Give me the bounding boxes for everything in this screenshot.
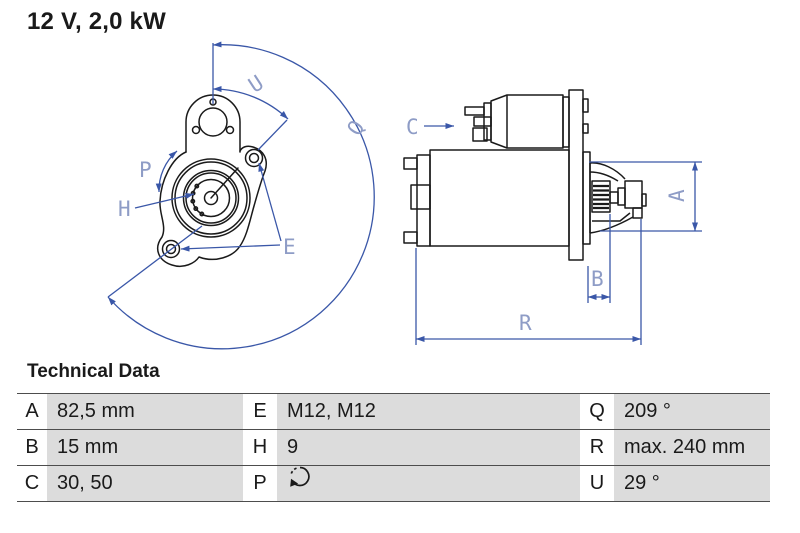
dim-label-p: P bbox=[139, 158, 152, 182]
side-view-dimensions bbox=[415, 123, 702, 345]
cell-value-q: 209 ° bbox=[614, 394, 770, 429]
cell-value-b: 15 mm bbox=[47, 430, 243, 465]
dim-label-u: U bbox=[244, 71, 268, 98]
cell-key-p: P bbox=[243, 466, 277, 501]
page-title: 12 V, 2,0 kW bbox=[27, 8, 166, 35]
starter-front-view bbox=[157, 94, 267, 268]
cell-key-u: U bbox=[580, 466, 614, 501]
cell-key-e: E bbox=[243, 394, 277, 429]
technical-data-heading: Technical Data bbox=[27, 361, 160, 382]
dim-label-c: C bbox=[406, 115, 419, 139]
table-row: B 15 mm H 9 R max. 240 mm bbox=[17, 429, 770, 465]
dim-label-r: R bbox=[519, 311, 532, 335]
starter-motor-drawing: P H E U Q bbox=[107, 41, 702, 350]
cell-key-a: A bbox=[17, 394, 47, 429]
dim-label-b: B bbox=[591, 267, 604, 291]
dim-label-q: Q bbox=[342, 116, 369, 140]
cell-value-h: 9 bbox=[277, 430, 580, 465]
cell-key-c: C bbox=[17, 466, 47, 501]
cell-value-r: max. 240 mm bbox=[614, 430, 770, 465]
starter-side-view bbox=[403, 89, 647, 261]
cell-key-h: H bbox=[243, 430, 277, 465]
cell-key-b: B bbox=[17, 430, 47, 465]
cell-value-c: 30, 50 bbox=[47, 466, 243, 501]
cell-value-a: 82,5 mm bbox=[47, 394, 243, 429]
cell-value-e: M12, M12 bbox=[277, 394, 580, 429]
table-row: A 82,5 mm E M12, M12 Q 209 ° bbox=[17, 393, 770, 429]
cell-value-u: 29 ° bbox=[614, 466, 770, 501]
cell-value-p bbox=[277, 466, 580, 501]
dim-label-a: A bbox=[665, 189, 689, 202]
cell-key-q: Q bbox=[580, 394, 614, 429]
cell-key-r: R bbox=[580, 430, 614, 465]
front-view-dimensions bbox=[107, 41, 375, 350]
table-row: C 30, 50 P U 29 ° bbox=[17, 465, 770, 502]
technical-data-table: A 82,5 mm E M12, M12 Q 209 ° B 15 mm H 9… bbox=[17, 393, 770, 502]
rotation-direction-icon bbox=[287, 466, 313, 501]
dim-label-e: E bbox=[283, 235, 296, 259]
dim-label-h: H bbox=[118, 197, 131, 221]
